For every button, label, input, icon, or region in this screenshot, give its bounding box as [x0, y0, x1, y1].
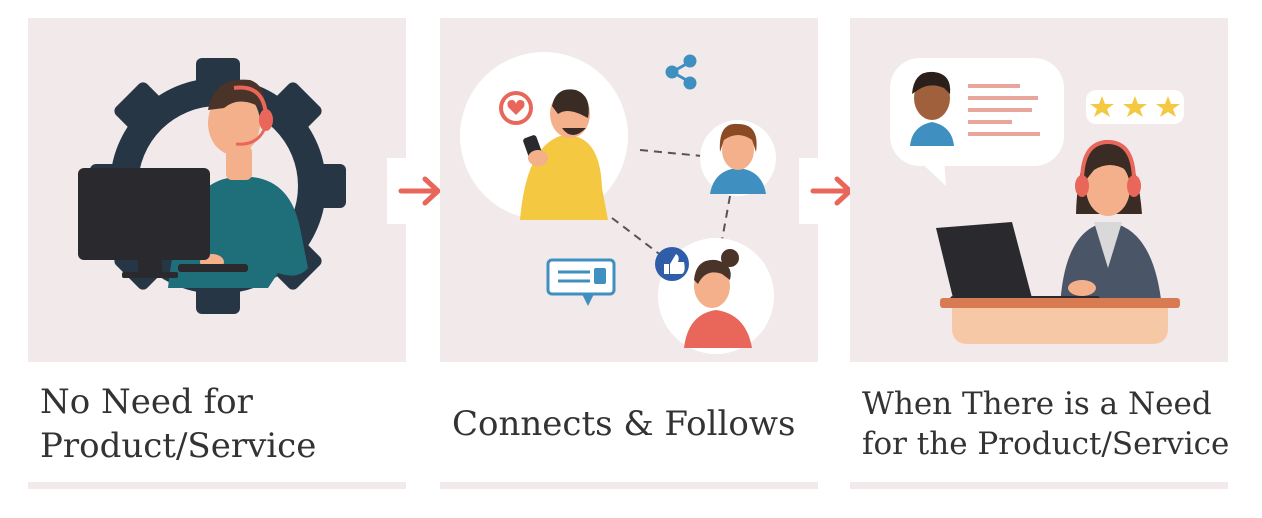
- step-3-title: When There is a Need for the Product/Ser…: [862, 368, 1240, 480]
- share-icon: [665, 54, 697, 90]
- social-network-icon: [460, 52, 776, 354]
- step-2-panel: [440, 18, 818, 362]
- step-1-title-line1: No Need for: [40, 382, 253, 422]
- step-2-underline: [440, 482, 818, 489]
- step-1-title-line2: Product/Service: [40, 426, 317, 466]
- support-agent-gear-icon: [78, 58, 346, 314]
- step-1-underline: [28, 482, 406, 489]
- rating-stars-icon: [1090, 96, 1180, 117]
- step-1-panel: [28, 18, 406, 362]
- step-3-panel: [850, 18, 1228, 362]
- step-2-title: Connects & Follows: [452, 368, 830, 480]
- step-1-title: No Need for Product/Service: [40, 368, 418, 480]
- chat-bubble-icon: [546, 258, 616, 306]
- support-agent-review-icon: [890, 58, 1184, 344]
- step-3-title-line2: for the Product/Service: [862, 426, 1230, 462]
- step-3-underline: [850, 482, 1228, 489]
- step-2-title-line1: Connects & Follows: [452, 404, 796, 444]
- step-3-title-line1: When There is a Need: [862, 386, 1212, 422]
